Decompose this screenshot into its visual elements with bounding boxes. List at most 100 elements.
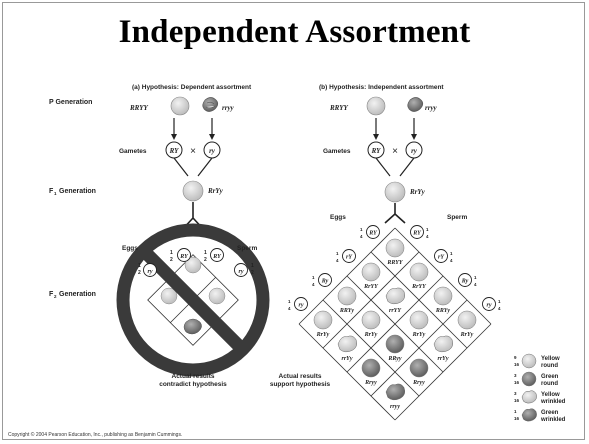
panel-b-header: (b) Hypothesis: Independent assortment (319, 84, 444, 91)
panel-b-gametes-label: Gametes (323, 148, 351, 155)
cell-genotype: RrYY (411, 284, 427, 290)
seed-icon (337, 286, 357, 306)
cell-genotype: Rryy (364, 380, 377, 386)
svg-text:1: 1 (204, 250, 207, 256)
svg-text:RY: RY (179, 254, 189, 260)
f1-seed-icon (384, 181, 406, 203)
svg-text:2: 2 (251, 270, 254, 276)
p-generation-label: P Generation (49, 99, 92, 106)
legend-line2: round (541, 381, 558, 387)
svg-text:9: 9 (514, 355, 517, 360)
svg-text:4: 4 (288, 306, 291, 311)
svg-text:rY: rY (346, 255, 353, 261)
svg-text:1: 1 (450, 251, 453, 256)
panel-b-sperm: Sperm (447, 214, 467, 221)
svg-text:Ry: Ry (321, 279, 329, 285)
wrinkled-seed-icon (337, 335, 358, 353)
panel-b-cross: × (392, 146, 398, 157)
seed-icon (521, 353, 537, 369)
legend-line1: Green (541, 410, 559, 416)
svg-text:F: F (49, 188, 54, 195)
cell-genotype: RRYY (386, 260, 404, 266)
svg-text:F: F (49, 291, 54, 298)
panel-a-gamete1: RY (169, 147, 180, 155)
wrinkled-seed-icon (385, 287, 406, 305)
seed-icon (521, 371, 537, 387)
svg-text:RY: RY (212, 254, 222, 260)
punnett-square: RRYYRrYYRRYyRrYyRrYYrrYYRrYyrrYyRRYyRrYy… (298, 227, 492, 421)
svg-text:1: 1 (312, 275, 315, 280)
legend-line1: Yellow (541, 356, 560, 362)
panel-a: (a) Hypothesis: Dependent assortment RRY… (116, 84, 270, 388)
svg-text:1: 1 (498, 299, 501, 304)
gamete-label: 1 4 Ry (458, 273, 477, 287)
svg-text:4: 4 (312, 282, 315, 287)
svg-text:4: 4 (498, 306, 501, 311)
svg-text:2: 2 (170, 257, 173, 263)
wrinkled-seed-icon (521, 408, 537, 422)
slide-title: Independent Assortment (118, 14, 471, 50)
svg-text:ry: ry (148, 269, 153, 275)
svg-text:1: 1 (474, 275, 477, 280)
panel-b-gamete1: RY (371, 147, 382, 155)
svg-text:16: 16 (514, 416, 520, 421)
panel-a-sperm: Sperm (237, 245, 257, 252)
legend-line2: round (541, 363, 558, 369)
seed-icon (361, 358, 381, 378)
punnett-cell: RrYy (313, 310, 333, 338)
legend-line2: wrinkled (540, 417, 566, 423)
seed-icon (361, 262, 381, 282)
seed-icon (409, 310, 429, 330)
wrinkled-seed-icon (385, 383, 406, 401)
cell-genotype: RrYy (364, 332, 378, 338)
cell-genotype: rrYy (438, 356, 449, 362)
cell-genotype: RRyy (387, 356, 402, 362)
svg-text:1: 1 (514, 409, 517, 414)
svg-text:1: 1 (336, 251, 339, 256)
gamete-label: 1 4 Ry (312, 273, 332, 287)
svg-text:Ry: Ry (461, 279, 469, 285)
punnett-cell: rrYy (433, 335, 454, 362)
panel-b-eggs: Eggs (330, 214, 346, 221)
svg-text:1: 1 (360, 227, 363, 232)
punnett-cell: RRyy (385, 334, 405, 362)
panel-a-parent1: RRYY (129, 104, 148, 112)
punnett-cell: Rryy (409, 358, 429, 386)
panel-a-header: (a) Hypothesis: Dependent assortment (132, 84, 252, 91)
punnett-cell: RRYy (433, 286, 453, 314)
cell-genotype: RrYy (412, 332, 426, 338)
svg-text:ry: ry (487, 303, 492, 309)
panel-b-result-line2: support hypothesis (270, 381, 331, 388)
yellow-round-seed-icon (366, 96, 386, 116)
seed-icon (385, 334, 405, 354)
svg-text:Generation: Generation (59, 188, 96, 195)
f2-generation-label: F 2 Generation (49, 291, 96, 299)
cell-genotype: RRYy (435, 308, 451, 314)
copyright-notice: Copyright © 2004 Pearson Education, Inc.… (8, 432, 183, 438)
seed-icon (385, 238, 405, 258)
svg-text:ry: ry (299, 303, 304, 309)
svg-text:1: 1 (251, 263, 254, 269)
gamete-label: 1 4 rY (336, 249, 356, 263)
svg-text:2: 2 (204, 257, 207, 263)
seed-icon (313, 310, 333, 330)
panel-a-eggs: Eggs (122, 245, 138, 252)
wrinkled-seed-icon (521, 390, 537, 404)
legend-line1: Yellow (541, 392, 560, 398)
punnett-cell: Rryy (361, 358, 381, 386)
punnett-cell: rrYy (337, 335, 358, 362)
svg-text:1: 1 (170, 250, 173, 256)
punnett-cell: RrYy (361, 310, 381, 338)
punnett-cell: RrYy (409, 310, 429, 338)
svg-text:4: 4 (474, 282, 477, 287)
panel-a-gamete2: ry (209, 147, 216, 155)
svg-text:4: 4 (336, 258, 339, 263)
green-wrinkled-seed-icon (407, 97, 424, 112)
punnett-cell: RRYy (337, 286, 357, 314)
no-symbol-slash (138, 245, 248, 355)
